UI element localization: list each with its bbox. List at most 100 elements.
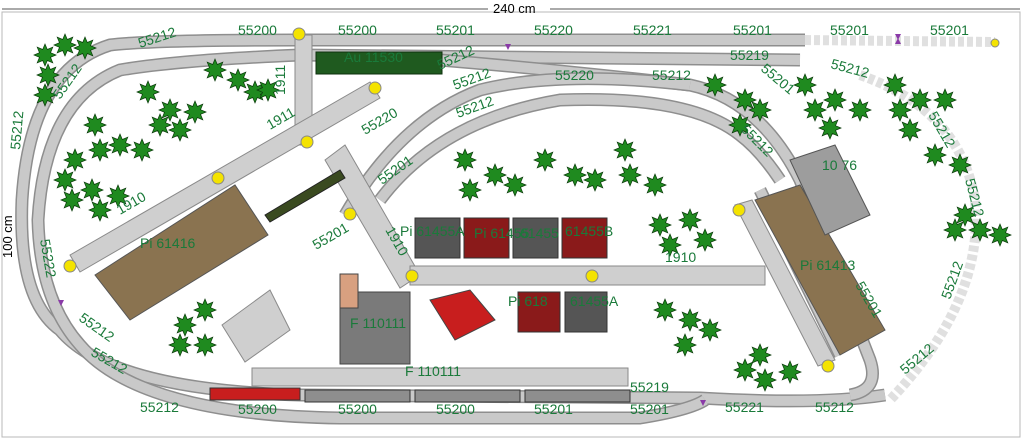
track-label: 55200 (238, 401, 277, 417)
trees (33, 33, 1012, 392)
tree-icon (678, 308, 702, 332)
tree-icon (583, 168, 607, 192)
tree-icon (753, 368, 777, 392)
wagon (524, 389, 631, 403)
tree-icon (658, 233, 682, 257)
tree-icon (83, 113, 107, 137)
track-label: 55222 (37, 238, 60, 279)
lamp-icon (211, 171, 225, 185)
tree-icon (533, 148, 557, 172)
signal-icon (58, 300, 64, 306)
station-building (789, 144, 871, 236)
signal-icon (505, 44, 511, 50)
height-label: 100 cm (0, 215, 15, 258)
signal-icon (700, 400, 706, 406)
tree-icon (733, 358, 757, 382)
tree-icon (33, 83, 57, 107)
tree-icon (693, 228, 717, 252)
track-label: 55220 (534, 22, 573, 38)
tree-icon (458, 178, 482, 202)
track-label: 55201 (436, 22, 475, 38)
tree-icon (648, 213, 672, 237)
tree-icon (60, 188, 84, 212)
track-label: 55221 (633, 22, 672, 38)
tree-icon (483, 163, 507, 187)
track-label: 55219 (730, 47, 769, 63)
tree-icon (848, 98, 872, 122)
road-1910-d (734, 199, 836, 367)
tree-icon (108, 133, 132, 157)
building-label: Pi 61455 (474, 225, 529, 241)
tree-icon (136, 80, 160, 104)
tree-icon (748, 98, 772, 122)
tree-icon (88, 138, 112, 162)
tree-icon (988, 223, 1012, 247)
tree-icon (613, 138, 637, 162)
train-car (315, 51, 443, 75)
station-platforms (94, 144, 886, 356)
tree-icon (733, 88, 757, 112)
tree-icon (53, 168, 77, 192)
building-label: Pi 61455A (400, 223, 465, 239)
track-label: 55200 (238, 22, 277, 38)
tree-icon (703, 73, 727, 97)
track-label: 55220 (555, 67, 594, 83)
house (564, 291, 608, 333)
house (512, 217, 559, 259)
lamp-icon (821, 359, 835, 373)
tree-icon (653, 298, 677, 322)
road-label: 1910 (665, 249, 696, 265)
tree-icon (698, 318, 722, 342)
road-bottom (251, 367, 629, 387)
building-label: 61455 (520, 225, 559, 241)
wagon (414, 389, 521, 403)
train-on-road (264, 169, 346, 223)
lamp-icon (990, 38, 1000, 48)
tree-icon (193, 298, 217, 322)
red-house (429, 289, 496, 341)
track-label: 55221 (725, 399, 764, 415)
signals (58, 34, 901, 406)
tree-icon (33, 43, 57, 67)
tree-icon (803, 98, 827, 122)
track-label: 55200 (338, 401, 377, 417)
house (517, 291, 561, 333)
lamp-icon (292, 27, 306, 41)
road-1910-a (69, 81, 381, 273)
tree-icon (88, 198, 112, 222)
lamps (63, 27, 1000, 373)
building-label: 61455B (565, 223, 613, 239)
tree-icon (778, 360, 802, 384)
lamp-icon (732, 203, 746, 217)
hidden-track-top (804, 35, 996, 47)
lamp-icon (300, 135, 314, 149)
platform-right (754, 184, 886, 356)
building-label: Pi 61416 (140, 235, 195, 251)
layout-frame (1, 11, 1021, 438)
tree-icon (968, 218, 992, 242)
width-label: 240 cm (493, 1, 536, 16)
tree-icon (563, 163, 587, 187)
track-label: 55201 (310, 219, 352, 252)
tree-icon (728, 113, 752, 137)
tree-icon (948, 153, 972, 177)
tree-icon (453, 148, 477, 172)
dimension-height: 100 cm (0, 215, 15, 258)
tree-icon (888, 98, 912, 122)
building-label: 61455A (570, 293, 619, 309)
tree-icon (673, 333, 697, 357)
house (414, 217, 461, 259)
wagon (304, 389, 411, 403)
building-label: F 110111 (405, 363, 461, 379)
building-label: F 110111 (350, 315, 406, 331)
tree-icon (106, 184, 130, 208)
factory-chimney (339, 273, 359, 309)
ramp (221, 289, 291, 363)
tree-icon (158, 98, 182, 122)
building-label: 10 76 (822, 157, 857, 173)
tree-icon (130, 138, 154, 162)
tree-icon (503, 173, 527, 197)
road-label: 1911 (272, 65, 288, 95)
